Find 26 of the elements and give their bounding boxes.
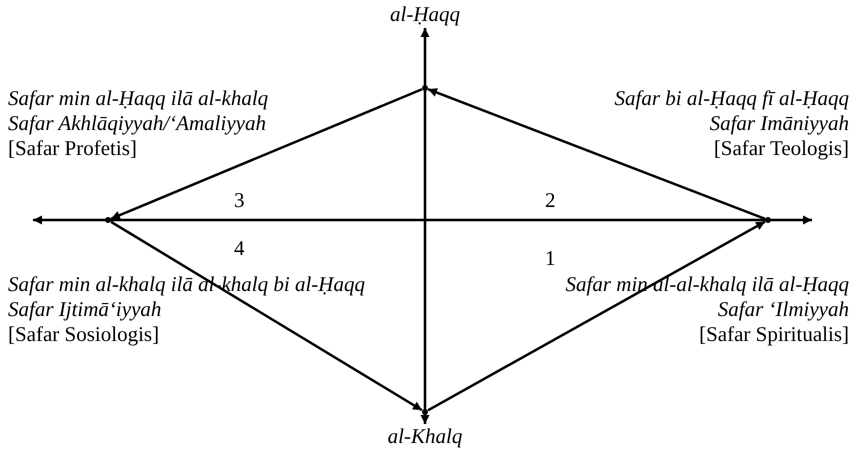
caption-text: [Safar Teologis] bbox=[714, 136, 849, 160]
diamond-vertex bbox=[422, 85, 428, 91]
vertical-axis bbox=[420, 28, 430, 424]
quadrant-number: 3 bbox=[234, 188, 244, 212]
caption-text: [Safar Profetis] bbox=[8, 136, 137, 160]
diamond-vertex bbox=[765, 217, 771, 223]
caption-text: Safar Akhlāqiyyah/‘Amaliyyah bbox=[8, 111, 266, 135]
quadrant-number: 1 bbox=[545, 246, 556, 270]
caption-text: [Safar Spiritualis] bbox=[699, 322, 849, 346]
caption-text: Safar min al-Ḥaqq ilā al-khalq bbox=[8, 86, 268, 110]
caption-text: [Safar Sosiologis] bbox=[8, 322, 160, 346]
axis-label: al-Khalq bbox=[380, 424, 470, 448]
arrow bbox=[110, 220, 423, 412]
caption-text: Safar Imāniyyah bbox=[710, 111, 849, 135]
diamond-vertex bbox=[105, 217, 111, 223]
caption-text: Safar min al-al-khalq ilā al-Ḥaqq bbox=[566, 272, 849, 296]
caption-text: Safar Ijtimā‘iyyah bbox=[8, 297, 162, 321]
axis-label: al-Ḥaqq bbox=[380, 2, 470, 26]
quadrant-number: 4 bbox=[234, 236, 244, 260]
diamond-vertex bbox=[422, 409, 428, 415]
quadrant-number: 2 bbox=[545, 188, 556, 212]
caption-text: Safar bi al-Ḥaqq fī al-Ḥaqq bbox=[614, 86, 849, 110]
arrow bbox=[427, 220, 766, 412]
caption-text: Safar ‘Ilmiyyah bbox=[718, 297, 849, 321]
arrow bbox=[110, 88, 422, 220]
arrow bbox=[428, 88, 766, 220]
